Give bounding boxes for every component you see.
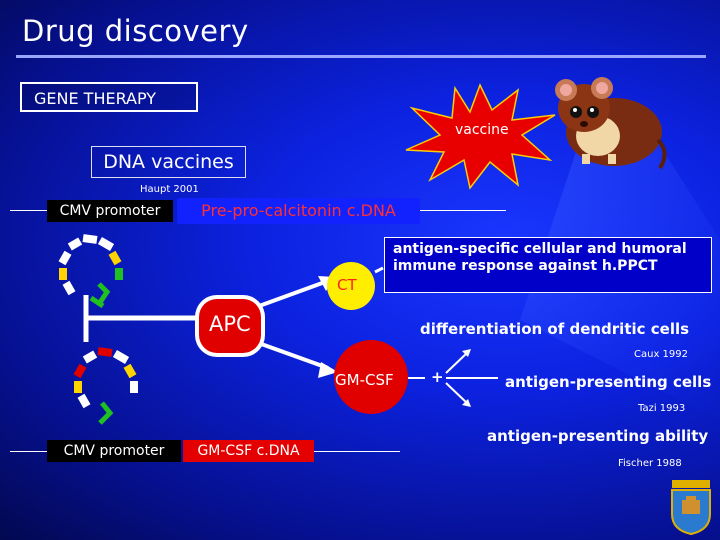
apc-label: APC [209, 312, 251, 336]
gene-therapy-box: GENE THERAPY [20, 82, 198, 112]
dna-line-right-1 [420, 210, 506, 211]
plasmid-icon [58, 234, 123, 309]
citation-tazi: Tazi 1993 [638, 403, 686, 414]
mouse-icon [555, 77, 667, 170]
citation-caux: Caux 1992 [634, 349, 688, 360]
differentiation-text: differentiation of dendritic cells [420, 320, 690, 338]
gm-csf-label: GM-CSF [335, 371, 394, 389]
gm-csf-cdna: GM-CSF c.DNA [183, 440, 314, 462]
title-underline [16, 55, 706, 58]
vaccine-label: vaccine [455, 122, 509, 138]
plasmid-icon [73, 347, 138, 425]
dna-line-left-1 [10, 210, 48, 211]
dna-line-right-2 [314, 451, 400, 452]
citation-haupt: Haupt 2001 [140, 184, 199, 195]
cmv-promoter-1: CMV promoter [47, 200, 173, 222]
antigen-presenting-cells-text: antigen-presenting cells [505, 373, 712, 391]
dna-line-left-2 [10, 451, 48, 452]
ct-label: CT [337, 276, 357, 294]
antigen-response-box: antigen-specific cellular and humoral im… [384, 237, 712, 293]
antigen-presenting-ability-text: antigen-presenting ability [487, 427, 709, 445]
citation-fischer: Fischer 1988 [618, 458, 682, 469]
star-burst-icon [405, 83, 556, 190]
page-title: Drug discovery [22, 14, 249, 48]
coat-of-arms-icon [671, 480, 711, 536]
cmv-promoter-2: CMV promoter [47, 440, 181, 462]
pre-pro-calcitonin-cdna: Pre-pro-calcitonin c.DNA [177, 198, 420, 224]
plus-sign: + [431, 368, 444, 386]
dna-vaccines-box: DNA vaccines [91, 146, 246, 178]
